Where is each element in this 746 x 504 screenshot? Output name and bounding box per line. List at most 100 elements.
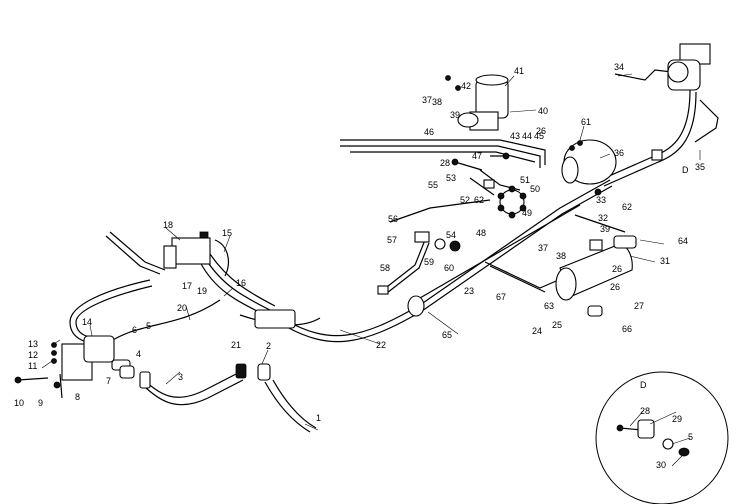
callout-48: 48 — [476, 228, 486, 238]
callout-55: 55 — [428, 180, 438, 190]
callout-64: 64 — [678, 236, 688, 246]
callout-20: 20 — [177, 303, 187, 313]
callout-42: 42 — [461, 81, 471, 91]
callout-57: 57 — [387, 235, 397, 245]
callout-65: 65 — [442, 330, 452, 340]
callout-53: 53 — [446, 173, 456, 183]
callout-16: 16 — [236, 278, 246, 288]
view-ref-d: D — [682, 165, 689, 175]
callout-35: 35 — [695, 162, 705, 172]
callout-10: 10 — [14, 398, 24, 408]
fitting-39 — [457, 112, 479, 128]
callout-26-top: 26 — [536, 126, 546, 136]
callout-38-top: 38 — [432, 97, 442, 107]
detail-callout-30: 30 — [656, 460, 666, 470]
valve-18 — [171, 237, 211, 265]
callout-67: 67 — [496, 292, 506, 302]
callout-39: 39 — [600, 224, 610, 234]
detail-callout-29: 29 — [672, 414, 682, 424]
callout-56: 56 — [388, 214, 398, 224]
valve-14 — [83, 335, 115, 363]
callout-66: 66 — [622, 324, 632, 334]
callout-36: 36 — [614, 148, 624, 158]
callout-28: 28 — [440, 158, 450, 168]
callout-12: 12 — [28, 350, 38, 360]
callout-9: 9 — [38, 398, 43, 408]
detail-clip-29 — [637, 419, 655, 439]
callout-41: 41 — [514, 66, 524, 76]
callout-61: 61 — [581, 117, 591, 127]
coupling-2 — [257, 363, 271, 381]
callout-13: 13 — [28, 339, 38, 349]
callout-59: 59 — [424, 257, 434, 267]
callout-24: 24 — [532, 326, 542, 336]
callout-47: 47 — [472, 151, 482, 161]
callout-49: 49 — [522, 208, 532, 218]
callout-62: 62 — [622, 202, 632, 212]
callout-19: 19 — [197, 286, 207, 296]
callout-32: 32 — [598, 213, 608, 223]
callout-22: 22 — [376, 340, 386, 350]
detail-title: D — [640, 380, 647, 390]
callout-5: 5 — [146, 321, 151, 331]
callout-37: 37 — [538, 243, 548, 253]
callout-60: 60 — [444, 263, 454, 273]
tank-drain-66 — [587, 305, 603, 317]
callout-labels: 1 2 3 4 5 6 7 8 9 10 11 12 13 14 15 16 1… — [14, 62, 705, 470]
callout-14: 14 — [82, 317, 92, 327]
callout-18: 18 — [163, 220, 173, 230]
detail-view-d — [595, 371, 729, 504]
callout-54: 54 — [446, 230, 456, 240]
callout-25: 25 — [552, 320, 562, 330]
callout-46: 46 — [424, 127, 434, 137]
detail-callout-28: 28 — [640, 406, 650, 416]
callout-7: 7 — [106, 376, 111, 386]
callout-33: 33 — [596, 195, 606, 205]
callout-40: 40 — [538, 106, 548, 116]
callout-6: 6 — [132, 325, 137, 335]
callout-51: 51 — [520, 175, 530, 185]
callout-11: 11 — [28, 361, 37, 371]
callout-23: 23 — [464, 286, 474, 296]
clamp-65 — [407, 295, 425, 317]
fitting-60 — [449, 240, 461, 252]
callout-27: 27 — [634, 301, 644, 311]
detail-nut-30 — [678, 447, 690, 457]
detail-callout-5: 5 — [688, 432, 693, 442]
callout-2: 2 — [266, 341, 271, 351]
callout-31: 31 — [660, 256, 670, 266]
callout-17: 17 — [182, 281, 192, 291]
components — [14, 43, 711, 399]
callout-62-valve: 62 — [474, 195, 484, 205]
clip-d — [651, 149, 663, 161]
callout-39-top: 39 — [450, 110, 460, 120]
valve-48 — [499, 189, 525, 215]
callout-50: 50 — [530, 184, 540, 194]
callout-26-tank: 26 — [610, 282, 620, 292]
fitting-53 — [483, 179, 495, 189]
callout-26: 26 — [612, 264, 622, 274]
callout-3: 3 — [178, 372, 183, 382]
pipe-network — [69, 69, 719, 433]
leader-lines — [41, 73, 701, 467]
callout-34: 34 — [614, 62, 624, 72]
callout-38: 38 — [556, 251, 566, 261]
callout-45: 45 — [534, 131, 544, 141]
callout-44: 44 — [522, 131, 532, 141]
detail-washer-5 — [662, 438, 674, 450]
fitting-57 — [414, 231, 430, 243]
detail-circle — [595, 371, 729, 504]
callout-1: 1 — [316, 413, 321, 423]
fitting-59 — [434, 238, 446, 250]
callout-4: 4 — [136, 349, 141, 359]
manifold-21 — [254, 309, 296, 329]
callout-43: 43 — [510, 131, 520, 141]
callout-58: 58 — [380, 263, 390, 273]
callout-52: 52 — [460, 195, 470, 205]
plug-58 — [377, 285, 389, 295]
tank-fitting-64 — [613, 235, 637, 249]
callout-63: 63 — [544, 301, 554, 311]
coupling-3 — [139, 371, 151, 389]
